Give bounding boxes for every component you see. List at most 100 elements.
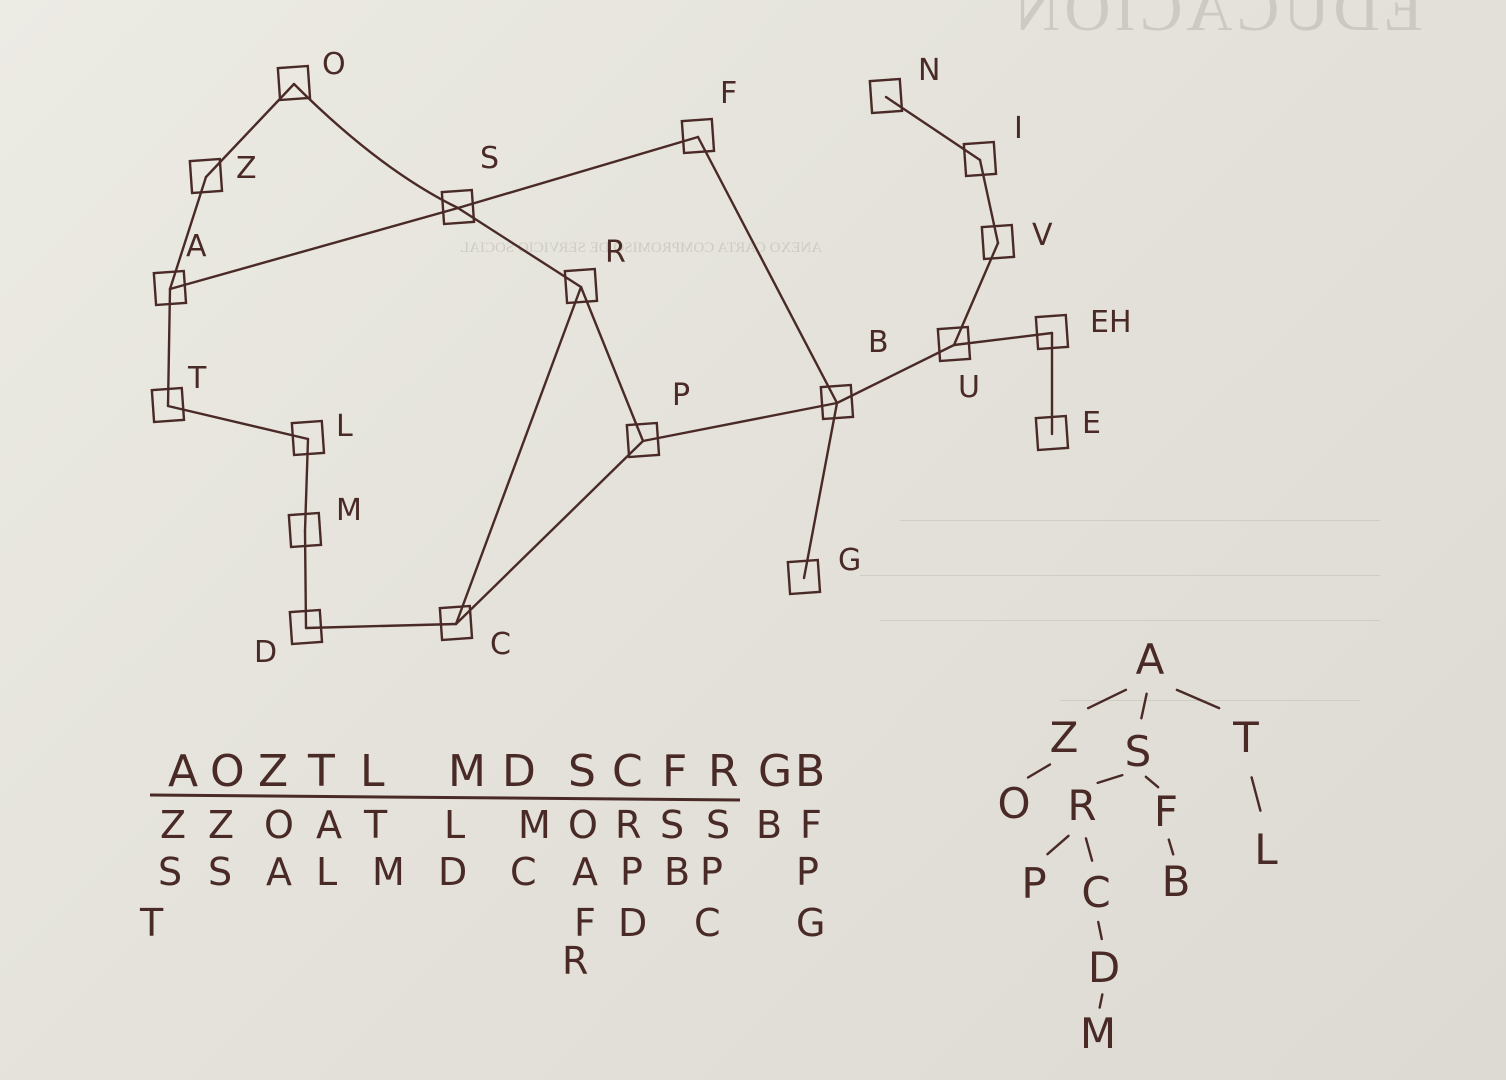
queue-cell: C [694,901,721,945]
tree-edge-D-M [1098,993,1104,1009]
queue-cell: B [664,850,690,894]
queue-cell: P [620,850,643,894]
tree-node-D: D [1088,943,1120,992]
node-A-box [152,269,188,307]
node-V-label: V [1032,218,1053,253]
tree-edge-A-Z [1086,688,1128,710]
queue-header-cell: C [612,746,643,797]
queue-underline [149,793,741,802]
tree-edge-T-L [1250,776,1262,812]
queue-header-cell: S [568,746,596,797]
queue-cell: S [706,803,730,847]
queue-cell: F [574,901,596,945]
edge-S-R [456,206,583,289]
node-U-box [936,325,972,363]
node-D-label: D [254,635,277,670]
tree-edge-R-P [1046,834,1070,856]
queue-cell: P [796,850,819,894]
tree-node-P: P [1021,859,1046,908]
edge-L-M [303,437,310,533]
tree-edge-F-B [1167,838,1175,856]
queue-cell: T [139,901,164,945]
node-L-label: L [336,409,353,444]
edge-A-S [168,206,460,291]
node-T-label: T [187,361,207,396]
tree-node-F: F [1154,787,1178,836]
form-line [1060,700,1360,701]
queue-header-cell: Z [258,746,288,797]
tree-edges [1026,688,1262,1009]
form-line [880,620,1380,621]
edge-T-L [166,404,310,441]
node-L-box [290,419,326,457]
node-C-box [438,604,474,642]
node-N-label: N [918,53,940,88]
node-C-label: C [490,627,511,662]
edge-R-P [579,285,645,443]
tree-node-A: A [1136,635,1165,684]
tree-node-T: T [1232,713,1259,762]
tree-edge-S-F [1144,775,1160,789]
edge-P-C [454,439,645,626]
queue-cell: F [800,803,822,847]
edge-O-S [292,82,460,210]
node-R-box [563,267,599,305]
queue-cell: G [796,901,825,945]
edge-S-F [456,135,700,210]
queue-cell: S [208,850,232,894]
queue-header-cell: B [795,746,825,797]
node-H-label: EH [1090,305,1132,340]
queue-header-cell: F [662,746,687,797]
node-D-box [288,608,324,646]
tree-node-C: C [1081,868,1110,917]
node-R-label: R [605,235,626,270]
tree-node-L: L [1254,825,1278,874]
node-T-box [150,386,186,424]
edge-U-H [952,331,1054,347]
node-I-box [962,140,998,178]
node-F-label: F [720,76,737,111]
node-O-label: O [322,47,346,82]
tree-edge-A-S [1140,692,1148,720]
node-B-box [819,383,855,421]
edge-B-U [835,343,956,405]
node-M-box [287,511,323,549]
node-H-box [1034,313,1070,351]
node-N-box [868,77,904,115]
node-G-label: G [838,543,861,578]
edge-I-N [884,95,982,162]
queue-header-cell: G [758,746,792,797]
edge-R-C [454,285,583,626]
queue-header-cell: D [502,746,536,797]
queue-header-cell: O [210,746,245,797]
queue-cell: C [510,850,537,894]
node-O-box [276,64,312,102]
queue-cell: A [572,850,598,894]
queue-cell: L [316,850,337,894]
edge-Z-A [168,175,208,291]
tree-edge-S-R [1096,773,1124,785]
queue-header-cell: L [360,746,385,797]
queue-cell: L [444,803,465,847]
queue-cell: M [518,803,551,847]
tree-node-O: O [997,779,1030,828]
node-F-box [680,117,716,155]
queue-cell: A [266,850,292,894]
tree-edge-C-D [1097,920,1103,941]
node-B-label: B [868,325,889,360]
tree-node-R: R [1067,781,1096,830]
node-E-label: E [1082,406,1101,441]
node-E-box [1034,414,1070,452]
edge-P-B [641,401,839,443]
node-Z-label: Z [236,151,257,186]
form-line [860,575,1380,576]
graph-edges [166,82,1054,630]
queue-cell: O [264,803,294,847]
node-Z-box [188,157,224,195]
queue-header-cell: R [708,746,739,797]
queue-cell: A [316,803,342,847]
form-line [900,520,1380,521]
